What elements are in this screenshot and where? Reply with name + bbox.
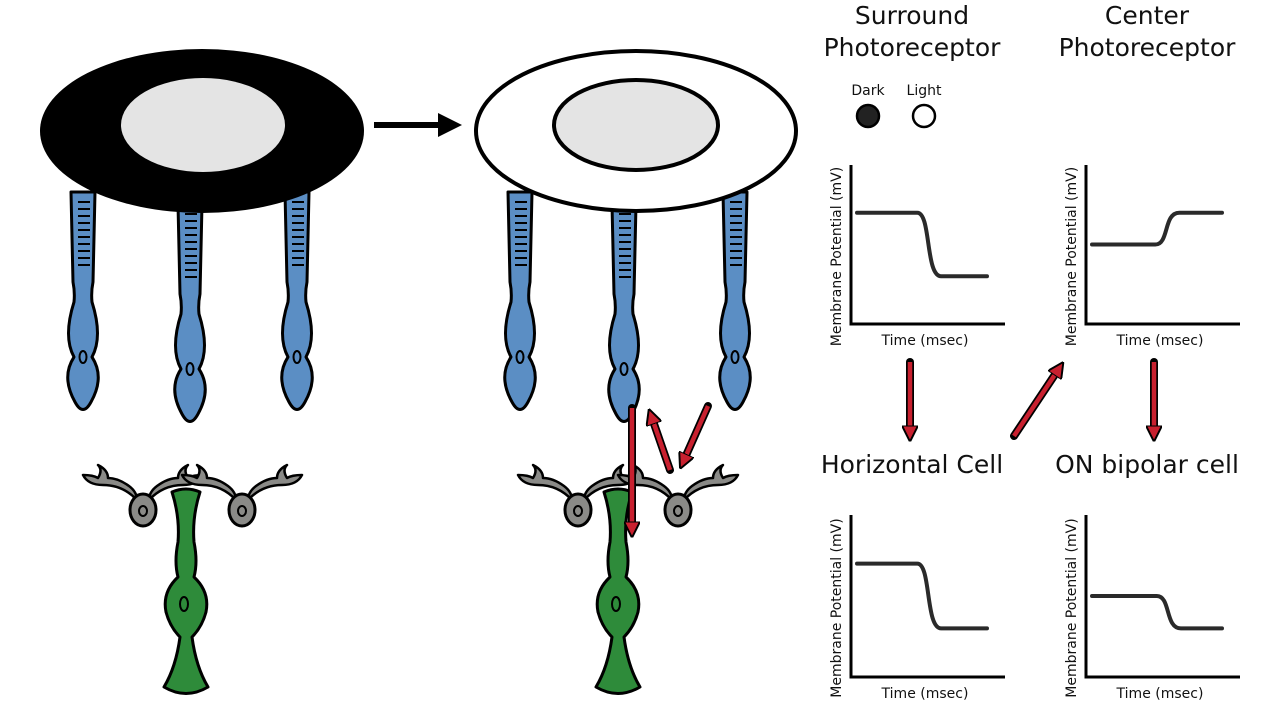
x-axis-label: Time (msec)	[1116, 333, 1204, 349]
graph-horizontal: Time (msec) Membrane Potential (mV)	[829, 515, 1005, 702]
center-header-line1: Center	[1105, 1, 1190, 30]
legend-light-label: Light	[907, 83, 942, 99]
arrow-rod-to-horizontal	[684, 405, 711, 460]
x-axis-label: Time (msec)	[881, 333, 969, 349]
legend-dark-label: Dark	[851, 83, 885, 99]
left-retina-panel	[40, 49, 364, 695]
rod-right-2	[607, 202, 641, 423]
surround-header-line2: Photoreceptor	[824, 33, 1002, 62]
bipolar-cell-left	[162, 487, 210, 695]
dark-circle-icon	[855, 103, 881, 129]
graph-axes	[1084, 515, 1240, 679]
y-axis-label: Membrane Potential (mV)	[1064, 167, 1080, 346]
rod-left-2	[173, 202, 207, 423]
graph-surround: Time (msec) Membrane Potential (mV)	[829, 165, 1005, 349]
rod-left-1	[66, 190, 100, 411]
graph-center: Time (msec) Membrane Potential (mV)	[1064, 165, 1240, 349]
membrane-potential-trace	[1090, 594, 1224, 631]
signal-arrows	[632, 402, 712, 528]
membrane-potential-trace	[1090, 210, 1224, 247]
x-axis-label: Time (msec)	[881, 686, 969, 702]
arrow-horizontal-to-center	[1012, 370, 1058, 438]
rod-right-1	[503, 190, 537, 411]
horizontal-cell-header: Horizontal Cell	[821, 450, 1003, 479]
arrow-horizontal-feedback	[652, 418, 673, 471]
surround-header-line1: Surround	[855, 1, 969, 30]
graph-on-bipolar: Time (msec) Membrane Potential (mV)	[1064, 515, 1240, 702]
center-spot-right	[552, 78, 720, 172]
dark-light-legend: Dark Light	[851, 83, 942, 129]
graph-axes	[849, 165, 1005, 326]
graph-axes	[1084, 165, 1240, 326]
rod-right-3	[718, 190, 752, 411]
center-spot-left	[121, 78, 285, 172]
x-axis-label: Time (msec)	[1116, 686, 1204, 702]
light-circle-icon	[911, 103, 937, 129]
membrane-potential-trace	[855, 561, 989, 631]
rod-left-3	[280, 190, 314, 411]
on-bipolar-header: ON bipolar cell	[1055, 450, 1239, 479]
membrane-potential-graphs: Time (msec)Membrane Potential (mV)Time (…	[829, 165, 1240, 702]
graph-axes	[849, 515, 1005, 679]
center-header-line2: Photoreceptor	[1059, 33, 1237, 62]
right-retina-panel	[474, 49, 798, 695]
y-axis-label: Membrane Potential (mV)	[1064, 518, 1080, 697]
headers: Surround Photoreceptor Center Photorecep…	[821, 1, 1239, 479]
flow-arrows	[910, 358, 1154, 438]
membrane-potential-trace	[855, 210, 989, 279]
y-axis-label: Membrane Potential (mV)	[829, 518, 845, 697]
y-axis-label: Membrane Potential (mV)	[829, 167, 845, 346]
